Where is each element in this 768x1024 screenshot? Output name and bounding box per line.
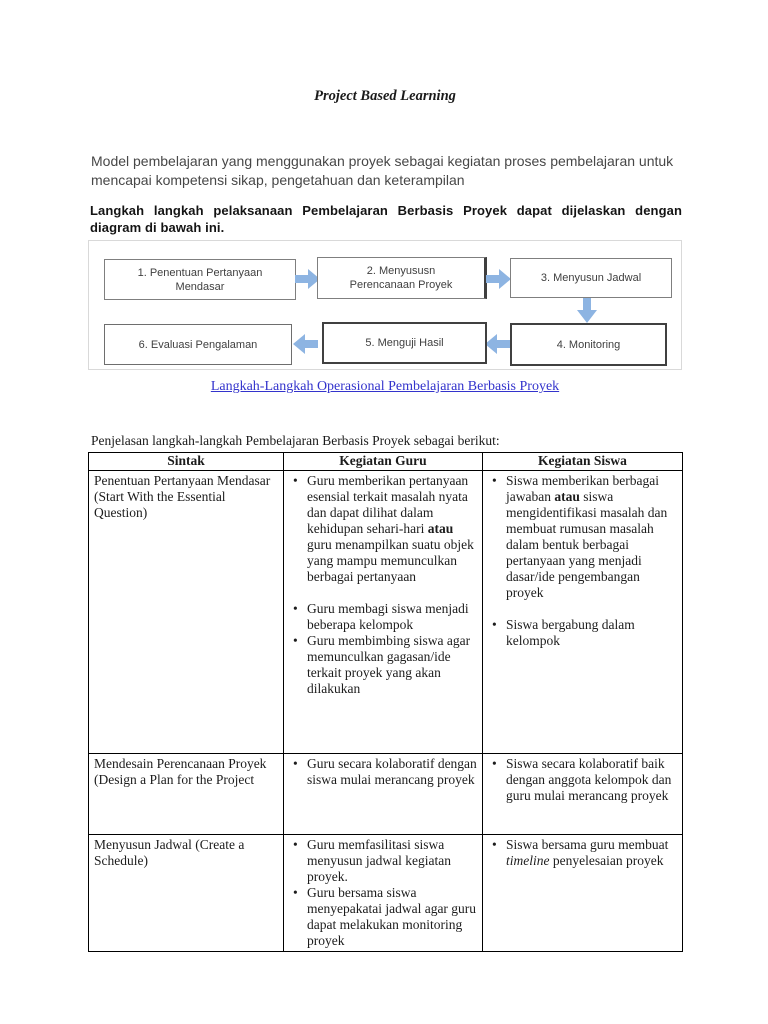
diagram-box-label: 3. Menyusun Jadwal: [540, 272, 642, 284]
arrow-left-icon: [293, 334, 318, 354]
bullet-item: Guru bersama siswa menyepakatai jadwal a…: [288, 885, 477, 949]
page-title: Project Based Learning: [314, 88, 456, 104]
diagram-box-penentuan-pertanyaan: 1. Penentuan Pertanyaan Mendasar: [104, 259, 296, 300]
bullet-item: Guru memfasilitasi siswa menyusun jadwal…: [288, 837, 477, 885]
diagram-box-label: 4. Monitoring: [556, 338, 621, 351]
sintak-cell: Menyusun Jadwal (Create a Schedule): [88, 834, 284, 952]
kegiatan-guru-cell: Guru memberikan pertanyaan esensial terk…: [283, 470, 483, 754]
bullet-item: Guru membimbing siswa agar memunculkan g…: [288, 633, 477, 697]
bullet-item: Siswa bergabung dalam kelompok: [487, 617, 677, 649]
bullet-item: Guru secara kolaboratif dengan siswa mul…: [288, 756, 477, 788]
kegiatan-siswa-cell: Siswa bersama guru membuat timeline peny…: [482, 834, 683, 952]
diagram-box-evaluasi-pengalaman: 6. Evaluasi Pengalaman: [104, 324, 292, 365]
diagram-box-menguji-hasil: 5. Menguji Hasil: [322, 322, 487, 364]
bullet-item: Guru membagi siswa menjadi beberapa kelo…: [288, 601, 477, 633]
intro-paragraph: Model pembelajaran yang menggunakan proy…: [91, 153, 674, 188]
process-diagram: 1. Penentuan Pertanyaan Mendasar 2. Meny…: [88, 240, 682, 370]
arrow-down-icon: [577, 298, 597, 323]
arrow-right-icon: [486, 269, 511, 289]
diagram-box-label: 2. Menyususn: [366, 265, 436, 277]
column-header-kegiatan-siswa: Kegiatan Siswa: [482, 452, 683, 471]
bullet-item: Siswa memberikan berbagai jawaban atau s…: [487, 473, 677, 601]
table-row: Menyusun Jadwal (Create a Schedule) Guru…: [88, 834, 683, 952]
column-header-kegiatan-guru: Kegiatan Guru: [283, 452, 483, 471]
table-intro-text: Penjelasan langkah-langkah Pembelajaran …: [91, 433, 500, 448]
sintak-cell: Mendesain Perencanaan Proyek (Design a P…: [88, 753, 284, 835]
kegiatan-guru-cell: Guru secara kolaboratif dengan siswa mul…: [283, 753, 483, 835]
diagram-box-label: 5. Menguji Hasil: [365, 337, 444, 349]
arrow-right-icon: [295, 269, 320, 289]
sintak-table: Sintak Kegiatan Guru Kegiatan Siswa Pene…: [88, 452, 683, 952]
arrow-left-icon: [485, 334, 510, 354]
kegiatan-siswa-cell: Siswa memberikan berbagai jawaban atau s…: [482, 470, 683, 754]
kegiatan-siswa-cell: Siswa secara kolaboratif baik dengan ang…: [482, 753, 683, 835]
diagram-box-menyusun-jadwal: 3. Menyusun Jadwal: [510, 258, 672, 298]
bullet-item: Siswa secara kolaboratif baik dengan ang…: [487, 756, 677, 804]
bullet-item: Guru memberikan pertanyaan esensial terk…: [288, 473, 477, 585]
diagram-box-label: Mendasar: [175, 280, 225, 293]
diagram-caption-link[interactable]: Langkah-Langkah Operasional Pembelajaran…: [210, 379, 560, 394]
table-header-row: Sintak Kegiatan Guru Kegiatan Siswa: [88, 452, 683, 471]
bullet-item: Siswa bersama guru membuat timeline peny…: [487, 837, 677, 869]
diagram-box-label: 1. Penentuan Pertanyaan: [137, 266, 263, 279]
diagram-box-label: 6. Evaluasi Pengalaman: [138, 338, 258, 351]
diagram-box-label: Perencanaan Proyek: [349, 279, 453, 291]
diagram-note: Langkah langkah pelaksanaan Pembelajaran…: [90, 203, 682, 235]
sintak-cell: Penentuan Pertanyaan Mendasar (Start Wit…: [88, 470, 284, 754]
table-row: Mendesain Perencanaan Proyek (Design a P…: [88, 753, 683, 835]
diagram-box-monitoring: 4. Monitoring: [510, 323, 667, 366]
table-row: Penentuan Pertanyaan Mendasar (Start Wit…: [88, 470, 683, 754]
diagram-box-menyusun-perencanaan: 2. Menyususn Perencanaan Proyek: [317, 257, 487, 299]
column-header-sintak: Sintak: [88, 452, 284, 471]
kegiatan-guru-cell: Guru memfasilitasi siswa menyusun jadwal…: [283, 834, 483, 952]
